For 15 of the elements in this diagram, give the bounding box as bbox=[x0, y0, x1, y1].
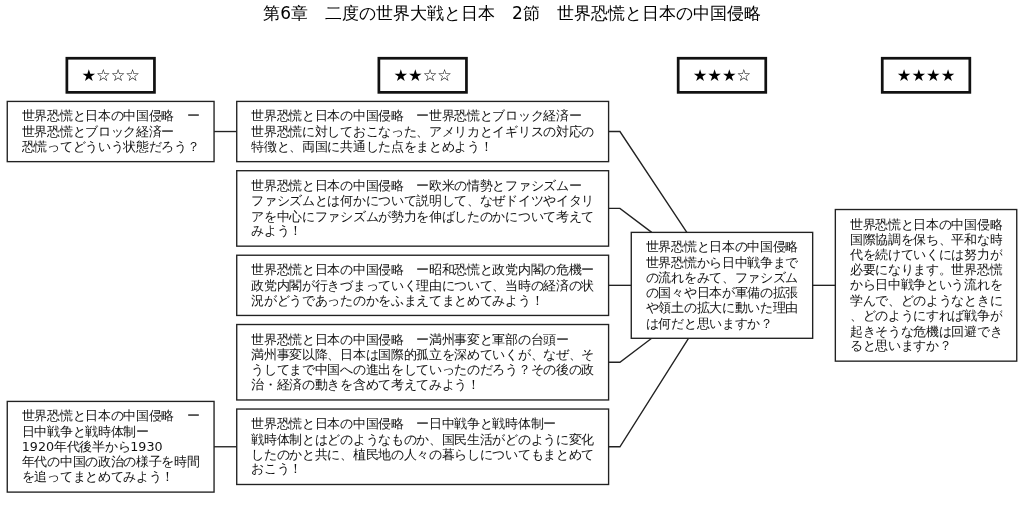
connector bbox=[812, 284, 836, 287]
node-box: ★☆☆☆ bbox=[65, 57, 156, 95]
node-box: 世界恐慌と日本の中国侵略 ー昭和恐慌と政党内閣の危機ー 政党内閣が行きづまっていく理由について、当時の経済の状況がどうであったのかをふまえてまとめてみよう！ bbox=[236, 254, 610, 317]
node-box: 世界恐慌と日本の中国侵略 ー満州事変と軍部の台頭ー 満州事変以降、日本は国際的孤立を深めていくが、なぜ、そうしてまで中国への進出をしていったのだろう？その後の政治・経済の動きを含めて考えてみよう！ bbox=[236, 324, 610, 401]
node-box: ★★★☆ bbox=[676, 57, 768, 95]
node-box: 世界恐慌と日本の中国侵略 ー欧米の情勢とファシズムー ファシズムとは何かについて説明して、なぜドイツやイタリアを中心にファシズムが勢力を伸ばしたのかについて考えてみよう！ bbox=[236, 170, 610, 248]
node-box: 世界恐慌と日本の中国侵略 ー日中戦争と戦時体制ー 戦時体制とはどのようなものか、国民生活がどのように変化したのかと共に、植民地の人々の暮らしについてもまとめておこう！ bbox=[236, 408, 610, 486]
node-box: 世界恐慌と日本の中国侵略 国際協調を保ち、平和な時代を続けていくには努力が必要になります。世界恐慌から日中戦争という流れを学んで、どのようなときに、どのようにすれば戦争が起きそうな危機は回避できると思いますか？ bbox=[834, 209, 1018, 363]
node-box: 世界恐慌と日本の中国侵略 ー世界恐慌とブロック経済ー 恐慌ってどういう状態だろう？ bbox=[6, 101, 215, 163]
node-box: 世界恐慌と日本の中国侵略 ー日中戦争と戦時体制ー 1920年代後半から1930年代の中国の政治の様子を時間を追ってまとめてみよう！ bbox=[6, 401, 215, 494]
page-title: 第6章 二度の世界大戦と日本 2節 世界恐慌と日本の中国侵略 bbox=[262, 2, 762, 24]
node-box: 世界恐慌と日本の中国侵略 ー世界恐慌とブロック経済ー 世界恐慌に対しておこなった、アメリカとイギリスの対応の特徴と、両国に共通した点をまとめよう！ bbox=[236, 101, 610, 163]
node-box: ★★☆☆ bbox=[377, 57, 468, 95]
node-box: ★★★★ bbox=[880, 57, 972, 95]
node-box: 世界恐慌と日本の中国侵略 世界恐慌から日中戦争までの流れをみて、ファシズムの国々や日本が軍備の拡張や領土の拡大に動いた理由は何だと思いますか？ bbox=[630, 232, 814, 340]
